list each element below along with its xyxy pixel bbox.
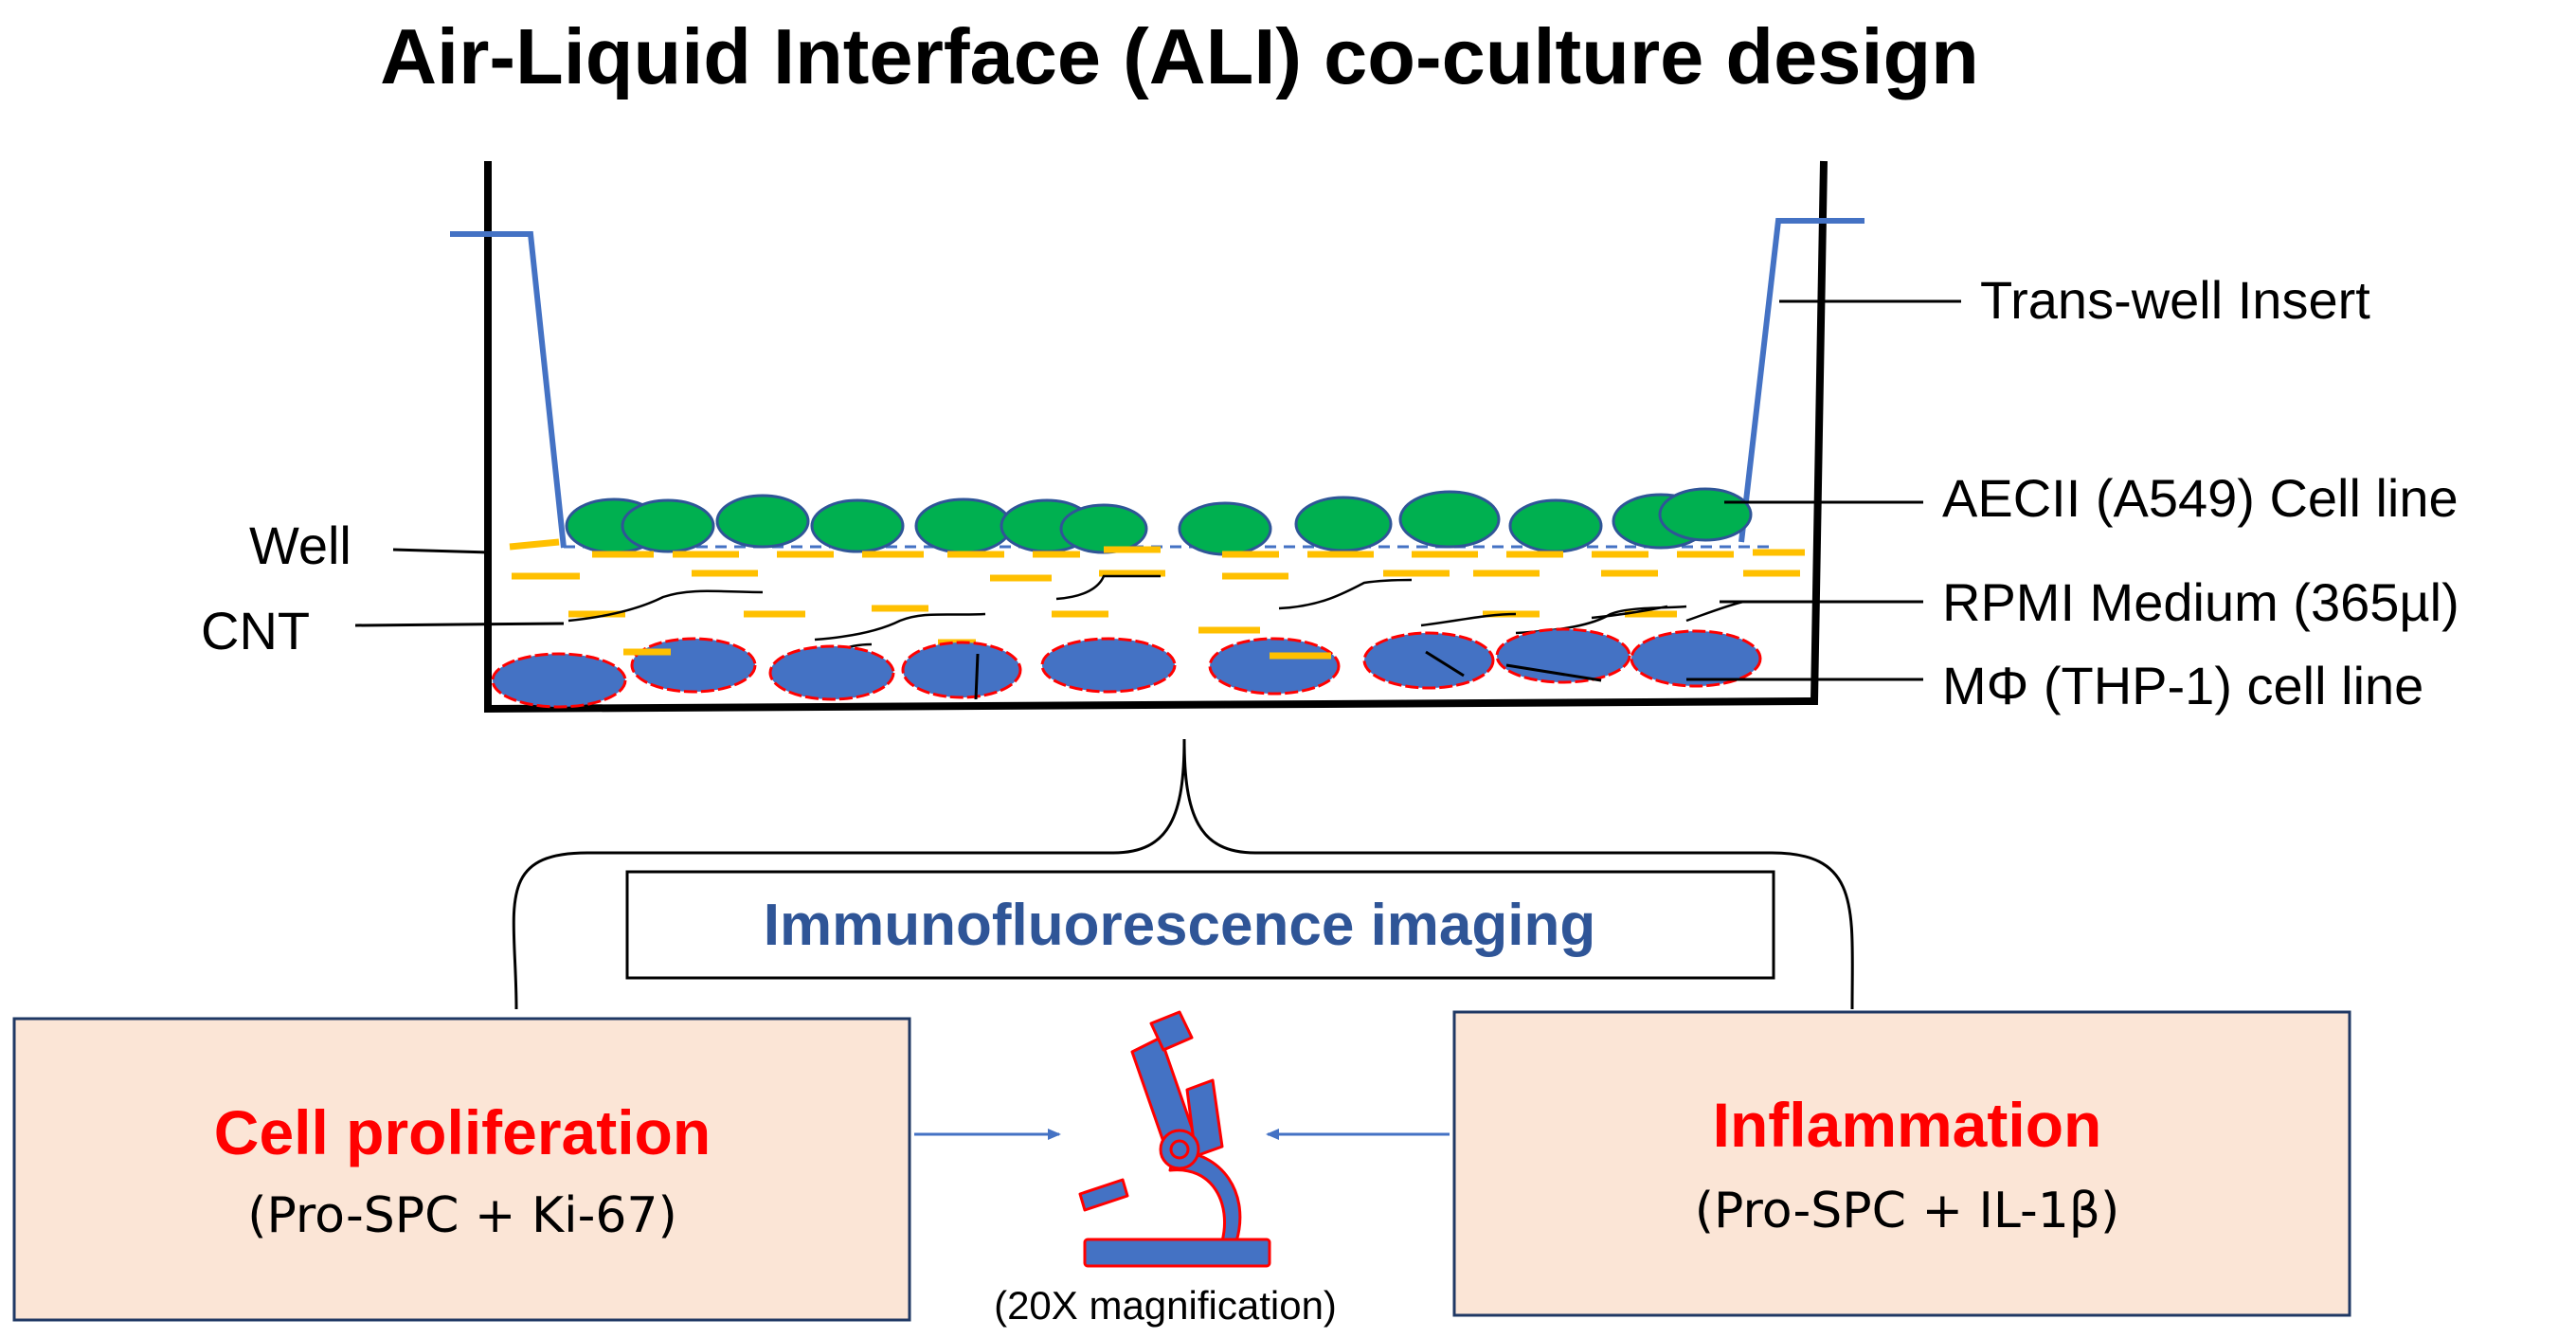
insert-label: Trans-well Insert	[1980, 270, 2370, 330]
magnification-label: (20X magnification)	[994, 1283, 1337, 1328]
macrophage-cell-layer	[491, 627, 1762, 709]
cnt-fibers	[567, 574, 1762, 698]
cnt-overlay-fibers	[974, 650, 1602, 700]
microscope-knob-inner	[1169, 1139, 1190, 1160]
microscope-knob	[1159, 1129, 1200, 1170]
inflammation-markers: (Pro-SPC + IL-1β)	[1695, 1183, 2120, 1239]
cell-proliferation-title: Cell proliferation	[214, 1097, 711, 1167]
macrophage-label: MΦ (THP-1) cell line	[1942, 656, 2423, 715]
well-label: Well	[249, 515, 351, 575]
aecii-cell-layer	[565, 487, 1753, 556]
cnt-label: CNT	[201, 601, 310, 660]
inflammation-title: Inflammation	[1713, 1090, 2102, 1160]
cnt-particles	[509, 538, 1805, 658]
diagram-title: Air-Liquid Interface (ALI) co-culture de…	[380, 12, 1979, 100]
well-outline	[484, 160, 1828, 714]
microscope-icon	[1078, 1010, 1271, 1268]
cell-proliferation-markers: (Pro-SPC + Ki-67)	[247, 1187, 677, 1244]
transwell-insert-right	[1738, 218, 1864, 543]
aecii-label: AECII (A549) Cell line	[1942, 468, 2459, 528]
imaging-label: Immunofluorescence imaging	[764, 893, 1596, 958]
cnt-overlay-particles	[623, 648, 1331, 660]
inflammation-box	[1452, 1010, 2351, 1317]
imaging-box	[625, 870, 1775, 980]
transwell-insert-left	[450, 231, 567, 549]
cell-proliferation-box	[12, 1017, 911, 1322]
leader-lines	[354, 299, 1961, 681]
imaging-brace	[512, 738, 1854, 1010]
medium-label: RPMI Medium (365µl)	[1942, 572, 2459, 632]
